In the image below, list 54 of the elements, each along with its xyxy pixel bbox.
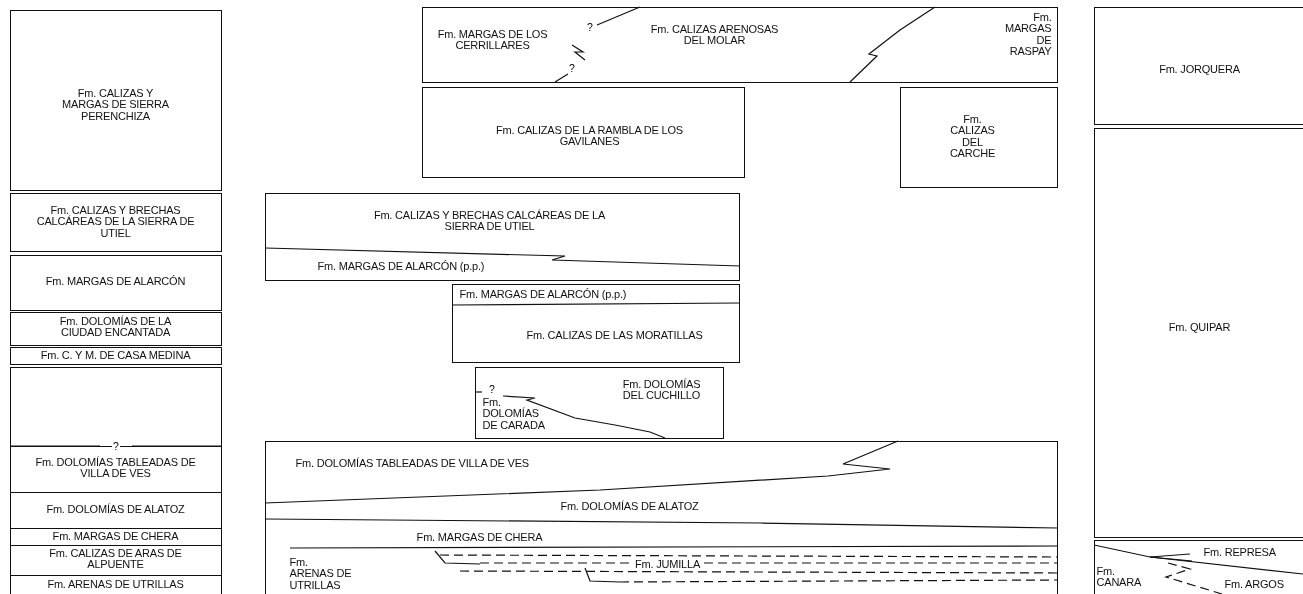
formation-box bbox=[265, 441, 1058, 594]
formation-name: Fm. QUIPAR bbox=[1167, 321, 1232, 334]
formation-name: Fm. CALIZAS DE LA RAMBLA DE LOS GAVILANES bbox=[495, 124, 684, 149]
formation-name: Fm. JUMILLA bbox=[633, 558, 702, 571]
uncertainty-mark: ? bbox=[568, 62, 576, 74]
formation-name: Fm. CALIZAS ARENOSAS DEL MOLAR bbox=[649, 23, 780, 48]
formation-box bbox=[475, 367, 724, 439]
formation-name: Fm. DOLOMÍAS TABLEADAS DE VILLA DE VES bbox=[34, 456, 197, 481]
formation-name: Fm. CALIZAS Y MARGAS DE SIERRA PERENCHIZA bbox=[61, 87, 170, 122]
formation-name: Fm. MARGAS DE CHERA bbox=[415, 531, 544, 544]
formation-name: Fm. MARGAS DE ALARCÓN (p.p.) bbox=[459, 288, 628, 301]
formation-box bbox=[10, 528, 222, 546]
uncertainty-mark: ? bbox=[112, 440, 120, 452]
uncertainty-mark: ? bbox=[488, 383, 496, 395]
formation-box bbox=[10, 347, 222, 365]
formation-box bbox=[265, 193, 740, 281]
formation-name: Fm. CALIZAS DE ARAS DE ALPUENTE bbox=[48, 547, 183, 572]
formation-name: Fm. CALIZAS Y BRECHAS CALCÁREAS DE LA SIERRA DE UTIEL bbox=[372, 209, 607, 234]
formation-box bbox=[10, 10, 222, 191]
formation-name: Fm. CALIZAS DE LAS MORATILLAS bbox=[525, 329, 704, 342]
formation-name: Fm. DOLOMÍAS TABLEADAS DE VILLA DE VES bbox=[295, 457, 530, 470]
formation-name: Fm. MARGAS DE CHERA bbox=[51, 530, 180, 543]
formation-box bbox=[10, 255, 222, 311]
uncertainty-mark: ? bbox=[586, 21, 594, 33]
formation-name: Fm. ARENAS DE UTRILLAS bbox=[289, 556, 353, 591]
formation-name: Fm. MARGAS DE ALARCÓN bbox=[44, 275, 187, 288]
formation-name: Fm. CANARA bbox=[1096, 565, 1143, 590]
formation-name: Fm. REPRESA bbox=[1203, 546, 1277, 559]
formation-box bbox=[422, 7, 1058, 83]
formation-name: Fm. MARGAS DE LOS CERRILLARES bbox=[436, 28, 549, 53]
formation-box bbox=[422, 87, 745, 178]
formation-name: Fm. CALIZAS DEL CARCHE bbox=[948, 113, 997, 160]
formation-name: Fm. MARGAS DE RASPAY bbox=[1004, 11, 1052, 58]
formation-name: Fm. DOLOMÍAS DE ALATOZ bbox=[45, 503, 186, 516]
formation-name: Fm. DOLOMÍAS DE CARADA bbox=[482, 396, 546, 431]
formation-name: Fm. MARGAS DE ALARCÓN (p.p.) bbox=[317, 260, 486, 273]
formation-name: Fm. DOLOMÍAS DE LA CIUDAD ENCANTADA bbox=[58, 315, 173, 340]
formation-name: Fm. DOLOMÍAS DEL CUCHILLO bbox=[621, 378, 702, 403]
formation-box bbox=[10, 312, 222, 346]
formation-name: Fm. C. Y M. DE CASA MEDINA bbox=[39, 349, 192, 362]
formation-box bbox=[10, 193, 222, 252]
formation-box bbox=[10, 492, 222, 529]
formation-box bbox=[1094, 540, 1303, 594]
formation-name: Fm. CALIZAS Y BRECHAS CALCÁREAS DE LA SIERRA DE UTIEL bbox=[35, 204, 196, 239]
formation-name: Fm. ARENAS DE UTRILLAS bbox=[46, 578, 185, 591]
formation-name: Fm. JORQUERA bbox=[1158, 63, 1241, 76]
formation-box bbox=[1094, 128, 1303, 538]
formation-name: Fm. DOLOMÍAS DE ALATOZ bbox=[559, 500, 700, 513]
formation-box bbox=[452, 284, 740, 363]
formation-box bbox=[1094, 7, 1303, 125]
formation-box bbox=[10, 545, 222, 576]
formation-name: Fm. ARGOS bbox=[1224, 578, 1285, 591]
formation-box bbox=[10, 575, 222, 594]
formation-box bbox=[900, 87, 1058, 188]
